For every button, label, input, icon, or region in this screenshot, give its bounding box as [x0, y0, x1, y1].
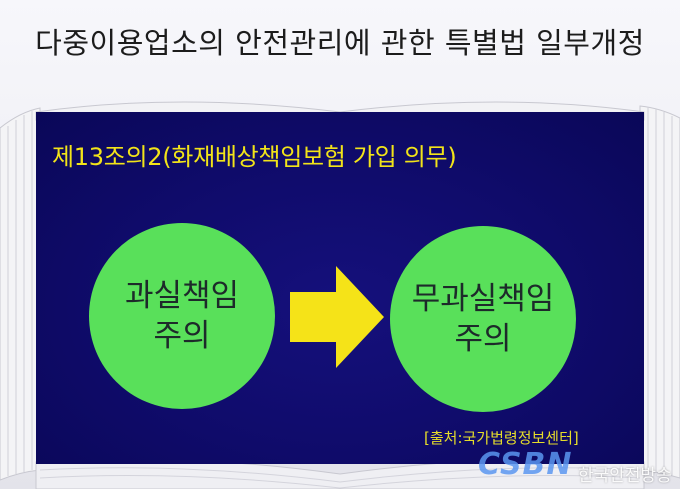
right-arrow-icon [290, 266, 384, 368]
fault-liability-circle: 과실책임 주의 [89, 223, 275, 409]
left-circle-line1: 과실책임 [124, 278, 240, 314]
source-citation: [출처:국가법령정보센터] [424, 429, 579, 447]
right-circle-line1: 무과실책임 [411, 281, 555, 317]
no-fault-liability-circle: 무과실책임 주의 [390, 226, 576, 412]
watermark-text: 한국안전방송 [578, 466, 672, 486]
watermark-logo: CSBN [478, 447, 573, 482]
page-headline: 다중이용업소의 안전관리에 관한 특별법 일부개정 [35, 26, 645, 60]
article-title: 제13조의2(화재배상책임보험 가입 의무) [52, 143, 457, 171]
broadcaster-watermark: CSBN 한국안전방송 [478, 447, 678, 487]
right-circle-line2: 주의 [454, 321, 512, 357]
left-circle-line2: 주의 [153, 318, 211, 354]
